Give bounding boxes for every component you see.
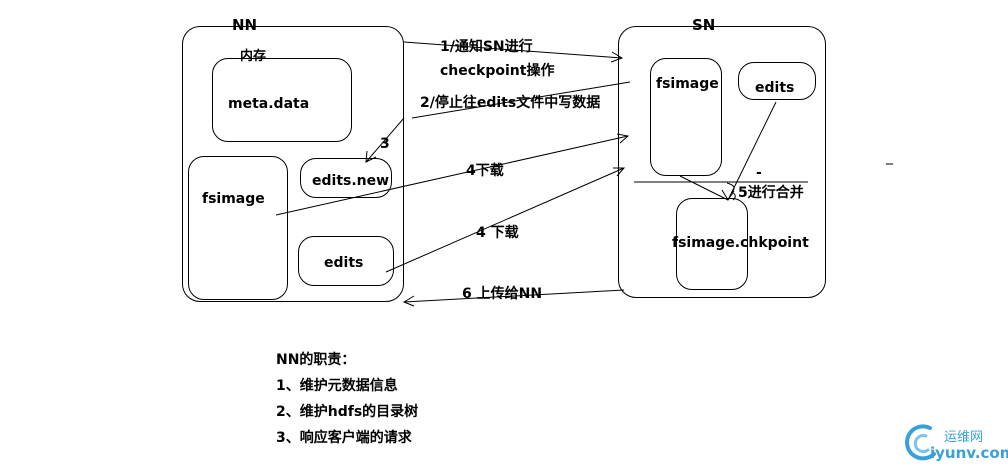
nn-edits-label: edits (324, 255, 364, 271)
nn-fsimage-label: fsimage (202, 191, 265, 207)
chkpoint-box (676, 198, 748, 290)
merge-brace (726, 182, 736, 201)
nn-duties-notes: NN的职责： 1、维护元数据信息 2、维护hdfs的目录树 3、响应客户端的请求 (276, 350, 418, 454)
watermark: 运维网 iyunv.com (900, 420, 1008, 464)
step4b-label: 4 下载 (476, 225, 519, 241)
edits-new-box (300, 158, 392, 198)
step1-label-line2: checkpoint操作 (440, 63, 555, 79)
arrow-step3 (365, 117, 405, 163)
merge-line-edits (727, 101, 777, 201)
notes-item: 2、维护hdfs的目录树 (276, 404, 419, 420)
arrowhead-step4a (616, 133, 630, 144)
stray-mark: _ (886, 149, 893, 165)
watermark-domain: iyunv.com (930, 444, 1008, 462)
sn-edits-label: edits (755, 80, 795, 96)
meta-data-box (212, 58, 352, 142)
step5-label: 5进行合并 (738, 185, 804, 201)
nn-title: NN (232, 16, 258, 34)
arrowhead-step4b (613, 167, 626, 177)
arrowhead-step6 (402, 295, 415, 307)
sn-container (618, 26, 826, 298)
arrow-step4b (385, 167, 625, 273)
step4a-label: 4下载 (466, 163, 504, 179)
meta-data-label: meta.data (228, 96, 310, 112)
arrow-step4a (275, 135, 629, 216)
step6-label: 6 上传给NN (462, 286, 543, 302)
merge-line-fsimage (679, 175, 729, 201)
notes-item: 1、维护元数据信息 (276, 378, 398, 394)
watermark-name: 运维网 (944, 430, 984, 445)
step5-mark: - (756, 165, 762, 181)
watermark-logo-icon (905, 424, 936, 461)
edits-new-label: edits.new (312, 173, 390, 189)
arrowhead-merge (721, 189, 735, 201)
arrow-step6 (403, 289, 625, 303)
sn-edits-box (738, 62, 816, 100)
nn-edits-box (298, 236, 394, 286)
arrow-step2 (411, 81, 631, 119)
nn-container (182, 26, 404, 302)
notes-heading: NN的职责： (276, 352, 356, 368)
step3-label: 3 (380, 136, 390, 152)
notes-item: 3、响应客户端的请求 (276, 430, 412, 446)
sn-fsimage-label: fsimage (656, 76, 719, 92)
nn-fsimage-box (188, 156, 288, 300)
step2-label: 2/停止往edits文件中写数据 (420, 95, 601, 111)
memory-label: 内存 (240, 49, 267, 64)
step1-label-line1: 1/通知SN进行 (440, 39, 533, 55)
arrowhead-step1 (610, 51, 624, 63)
sn-fsimage-box (650, 58, 722, 176)
arrow-step1 (403, 41, 623, 59)
chkpoint-label: fsimage.chkpoint (672, 235, 809, 251)
sn-title: SN (692, 16, 716, 34)
